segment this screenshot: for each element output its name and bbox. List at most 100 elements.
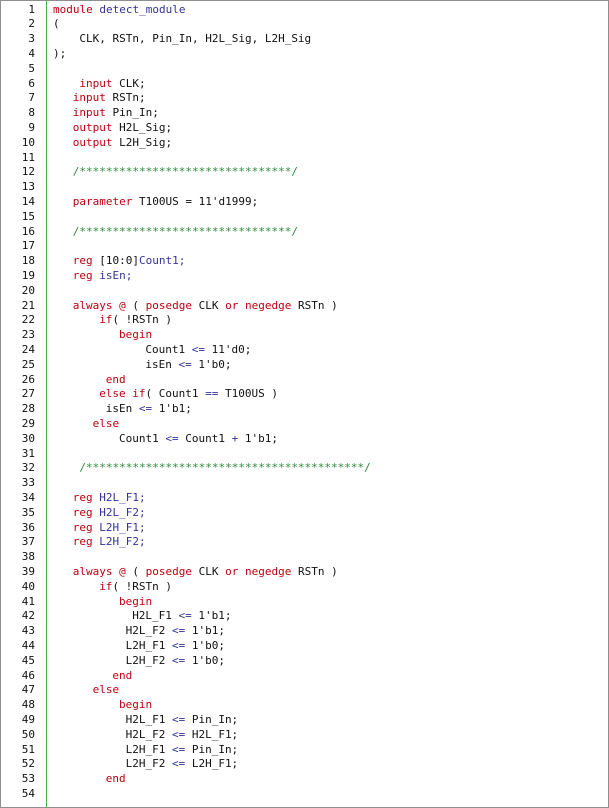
- code-line[interactable]: input CLK;: [53, 76, 608, 91]
- identifier-token: <=: [171, 742, 186, 756]
- code-line[interactable]: if( !RSTn ): [53, 579, 608, 594]
- code-line[interactable]: H2L_F1 <= 1'b1;: [53, 608, 608, 623]
- code-line[interactable]: );: [53, 46, 608, 61]
- code-line[interactable]: /********************************/: [53, 224, 608, 239]
- code-line[interactable]: begin: [53, 327, 608, 342]
- text-token: L2H_F1: [125, 638, 172, 652]
- code-line[interactable]: reg H2L_F1;: [53, 490, 608, 505]
- keyword-token: output: [72, 120, 120, 134]
- code-area[interactable]: module detect_module(CLK, RSTn, Pin_In, …: [53, 1, 608, 807]
- code-line[interactable]: H2L_F1 <= Pin_In;: [53, 712, 608, 727]
- code-line[interactable]: /********************************/: [53, 164, 608, 179]
- text-token: RSTn ): [298, 564, 338, 578]
- code-line[interactable]: end: [53, 372, 608, 387]
- code-line[interactable]: output L2H_Sig;: [53, 135, 608, 150]
- code-line[interactable]: Count1 <= Count1 + 1'b1;: [53, 431, 608, 446]
- code-line[interactable]: L2H_F1 <= Pin_In;: [53, 742, 608, 757]
- code-line[interactable]: module detect_module: [53, 2, 608, 17]
- code-line[interactable]: parameter T100US = 11'd1999;: [53, 194, 608, 209]
- text-token: 1'b1;: [152, 402, 192, 416]
- code-line[interactable]: else: [53, 416, 608, 431]
- keyword-token: reg: [72, 490, 100, 504]
- code-line[interactable]: if( !RSTn ): [53, 312, 608, 327]
- code-line[interactable]: reg [10:0]Count1;: [53, 253, 608, 268]
- text-token: 1'b1;: [191, 609, 232, 623]
- code-line[interactable]: [53, 786, 608, 801]
- code-line[interactable]: always @ ( posedge CLK or negedge RSTn ): [53, 564, 608, 579]
- text-token: H2L_F2: [125, 624, 172, 638]
- code-line[interactable]: [53, 61, 608, 76]
- code-line[interactable]: CLK, RSTn, Pin_In, H2L_Sig, L2H_Sig: [53, 31, 608, 46]
- line-number: 39: [21, 564, 35, 578]
- line-number: 19: [21, 268, 35, 282]
- code-line[interactable]: Count1 <= 11'd0;: [53, 342, 608, 357]
- code-line[interactable]: always @ ( posedge CLK or negedge RSTn ): [53, 298, 608, 313]
- code-line[interactable]: H2L_F2 <= 1'b1;: [53, 623, 608, 638]
- code-line[interactable]: reg H2L_F2;: [53, 505, 608, 520]
- code-line[interactable]: reg L2H_F1;: [53, 520, 608, 535]
- line-number: 51: [21, 742, 35, 756]
- text-token: [10:0]: [99, 254, 140, 268]
- text-token: 1'b1;: [238, 431, 278, 445]
- keyword-token: reg: [72, 268, 100, 282]
- identifier-token: <=: [171, 624, 186, 638]
- line-number: 21: [21, 298, 35, 312]
- text-token: (: [53, 17, 60, 31]
- code-line[interactable]: H2L_F2 <= H2L_F1;: [53, 727, 608, 742]
- code-line[interactable]: /***************************************…: [53, 460, 608, 475]
- code-line[interactable]: [53, 446, 608, 461]
- line-number: 35: [21, 505, 35, 519]
- code-line[interactable]: input Pin_In;: [53, 105, 608, 120]
- keyword-token: posedge: [145, 564, 199, 578]
- code-line[interactable]: begin: [53, 594, 608, 609]
- text-token: (: [132, 298, 146, 312]
- keyword-token: else if: [99, 387, 146, 401]
- code-line[interactable]: [53, 150, 608, 165]
- code-line[interactable]: end: [53, 668, 608, 683]
- line-number: 41: [21, 594, 35, 608]
- keyword-token: if: [99, 313, 113, 327]
- code-line[interactable]: [53, 549, 608, 564]
- code-line[interactable]: else: [53, 682, 608, 697]
- code-line[interactable]: [53, 238, 608, 253]
- keyword-token: input: [72, 106, 113, 120]
- text-token: L2H_Sig;: [119, 135, 173, 149]
- identifier-token: H2L_F1;: [99, 490, 146, 504]
- code-line[interactable]: [53, 475, 608, 490]
- code-line[interactable]: (: [53, 16, 608, 31]
- code-line[interactable]: output H2L_Sig;: [53, 120, 608, 135]
- line-number: 31: [21, 446, 35, 460]
- code-line[interactable]: L2H_F1 <= 1'b0;: [53, 638, 608, 653]
- code-line[interactable]: else if( Count1 == T100US ): [53, 386, 608, 401]
- identifier-token: <=: [138, 402, 153, 416]
- code-line[interactable]: begin: [53, 697, 608, 712]
- keyword-token: or: [225, 564, 246, 578]
- code-line[interactable]: L2H_F2 <= L2H_F1;: [53, 756, 608, 771]
- code-line[interactable]: isEn <= 1'b0;: [53, 357, 608, 372]
- identifier-token: <=: [178, 609, 192, 623]
- comment-token: /********************************/: [72, 165, 298, 179]
- code-line[interactable]: [53, 209, 608, 224]
- code-line[interactable]: reg L2H_F2;: [53, 534, 608, 549]
- code-line[interactable]: end: [53, 771, 608, 786]
- code-line[interactable]: reg isEn;: [53, 268, 608, 283]
- text-token: L2H_F1;: [185, 757, 239, 771]
- line-number: 6: [28, 76, 35, 90]
- keyword-token: module: [53, 2, 100, 16]
- line-number: 10: [21, 135, 35, 149]
- text-token: RSTn;: [112, 91, 146, 105]
- text-token: H2L_F2: [125, 727, 172, 741]
- code-line[interactable]: [53, 179, 608, 194]
- text-token: CLK: [198, 298, 226, 312]
- code-line[interactable]: [53, 283, 608, 298]
- identifier-token: L2H_F1;: [99, 520, 146, 534]
- line-number: 28: [21, 402, 35, 416]
- identifier-token: H2L_F2;: [99, 505, 146, 519]
- identifier-token: isEn;: [99, 268, 133, 282]
- line-number: 30: [21, 431, 35, 445]
- code-line[interactable]: isEn <= 1'b1;: [53, 401, 608, 416]
- code-line[interactable]: L2H_F2 <= 1'b0;: [53, 653, 608, 668]
- code-line[interactable]: input RSTn;: [53, 90, 608, 105]
